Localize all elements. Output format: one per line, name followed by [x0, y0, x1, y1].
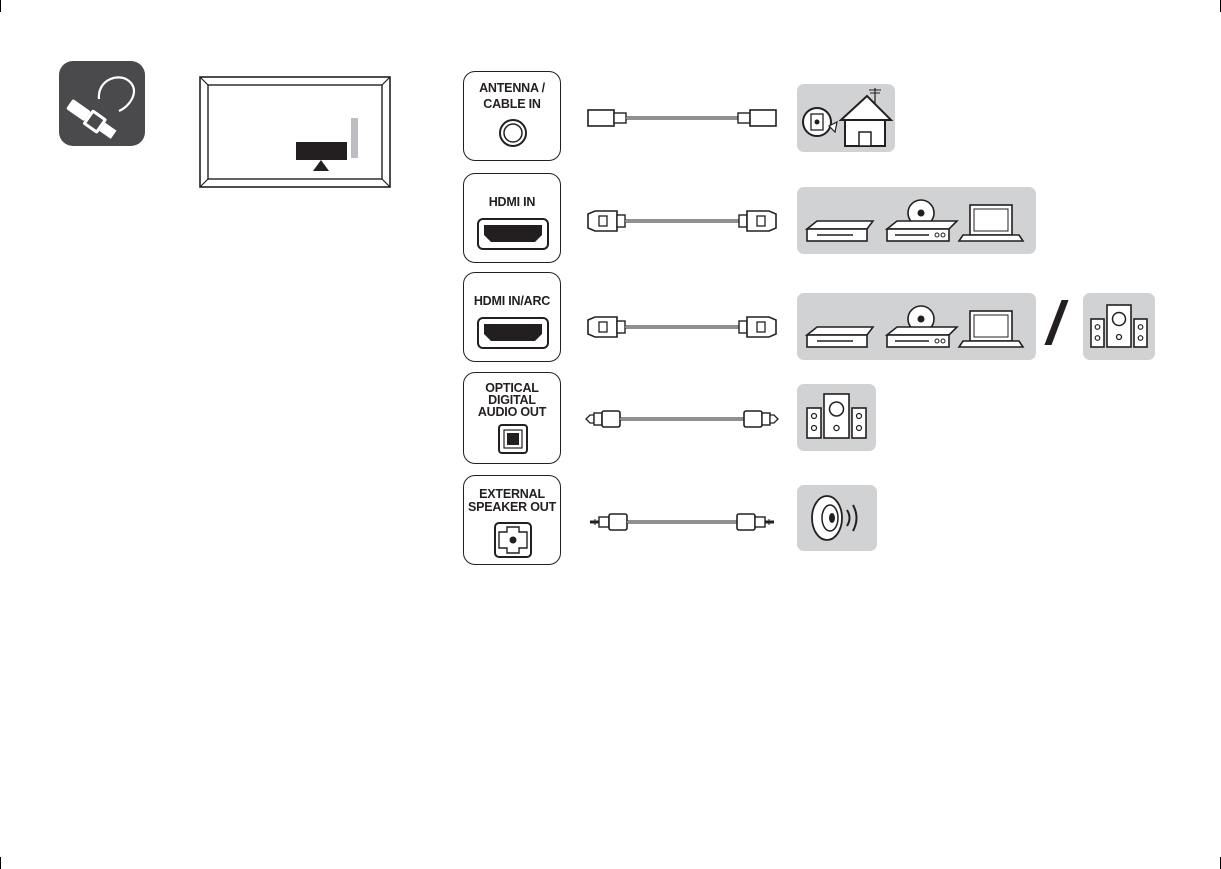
device-tile-sources — [797, 293, 1036, 360]
port-external-speaker-out: EXTERNAL SPEAKER OUT — [463, 475, 561, 565]
port-label-line: HDMI IN — [464, 196, 560, 209]
port-label-line: ANTENNA / — [464, 82, 560, 95]
port-label-line: HDMI IN/ARC — [464, 295, 560, 308]
hdmi-port-icon — [477, 218, 549, 250]
speaker-system-icon — [1083, 293, 1155, 360]
optical-port-icon — [498, 424, 528, 454]
hdmi-arc-port-icon — [477, 317, 549, 349]
audio-jack-cable-icon — [589, 512, 775, 532]
port-hdmi-in-arc: HDMI IN/ARC — [463, 272, 561, 362]
device-tile-speaker-system — [797, 384, 876, 451]
cable-plug-icon — [59, 61, 145, 146]
crop-mark-tl — [0, 0, 1, 12]
port-label-line: CABLE IN — [464, 98, 560, 111]
device-tile-sources — [797, 187, 1036, 254]
coaxial-cable-icon — [587, 108, 777, 128]
optical-cable-icon — [585, 409, 779, 429]
dvd-player-icon — [887, 200, 957, 241]
audio-jack-port-icon — [494, 522, 532, 558]
port-label-line: SPEAKER OUT — [464, 501, 560, 514]
laptop-icon — [959, 311, 1023, 347]
set-top-box-icon — [807, 327, 873, 347]
device-tile-speaker-system — [1083, 293, 1155, 360]
hdmi-cable-icon — [587, 316, 777, 338]
port-antenna-cable-in: ANTENNA / CABLE IN — [463, 71, 561, 161]
laptop-icon — [959, 205, 1023, 241]
coaxial-port-icon — [498, 118, 528, 148]
speaker-system-icon — [797, 384, 876, 451]
crop-mark-bl — [0, 857, 1, 869]
device-tile-antenna — [797, 84, 895, 152]
or-separator: / — [1040, 292, 1070, 356]
hdmi-cable-icon — [587, 210, 777, 232]
device-tile-speaker — [797, 485, 877, 551]
port-hdmi-in: HDMI IN — [463, 173, 561, 263]
port-label-line: AUDIO OUT — [464, 406, 560, 419]
antenna-house-icon — [797, 84, 895, 152]
dvd-player-icon — [887, 306, 957, 347]
tv-rear-panel-icon — [199, 76, 391, 188]
speaker-icon — [797, 485, 877, 551]
set-top-box-icon — [807, 221, 873, 241]
port-optical-digital-audio-out: OPTICAL DIGITAL AUDIO OUT — [463, 372, 561, 464]
